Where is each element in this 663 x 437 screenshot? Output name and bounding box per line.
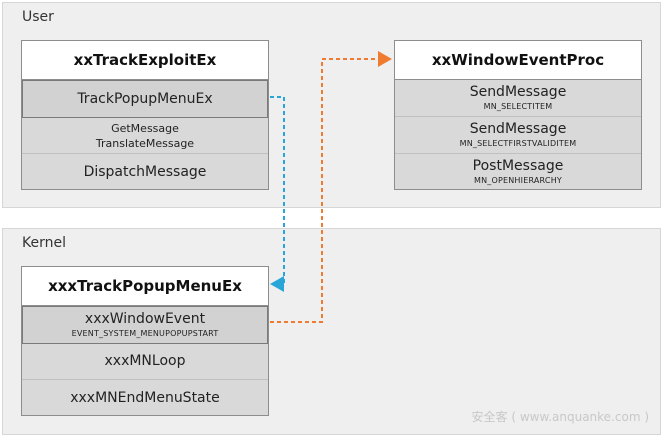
- mn-selectitem-label: MN_SELECTITEM: [483, 102, 553, 111]
- event-system-menupopupstart-label: EVENT_SYSTEM_MENUPOPUPSTART: [71, 329, 219, 338]
- track-popup-menu-ex-label: TrackPopupMenuEx: [77, 90, 213, 107]
- user-region-label: User: [22, 9, 54, 25]
- window-event-proc-box: xxWindowEventProc SendMessage MN_SELECTI…: [394, 40, 642, 190]
- dispatch-message-call: DispatchMessage: [22, 154, 268, 190]
- kernel-track-popup-title: xxxTrackPopupMenuEx: [22, 267, 268, 306]
- xxx-mn-loop-call: xxxMNLoop: [22, 344, 268, 380]
- track-exploit-box: xxTrackExploitEx TrackPopupMenuEx GetMes…: [21, 40, 269, 190]
- xxx-window-event-call: xxxWindowEvent EVENT_SYSTEM_MENUPOPUPSTA…: [22, 306, 268, 344]
- mn-openhierarchy-label: MN_OPENHIERARCHY: [473, 176, 563, 185]
- window-event-proc-title: xxWindowEventProc: [395, 41, 641, 80]
- kernel-region-label: Kernel: [22, 235, 66, 251]
- post-message-open-hierarchy: PostMessage MN_OPENHIERARCHY: [395, 154, 641, 190]
- xxx-mn-loop-label: xxxMNLoop: [104, 353, 186, 369]
- send-message-select-item: SendMessage MN_SELECTITEM: [395, 80, 641, 117]
- xxx-mn-end-menu-state-label: xxxMNEndMenuState: [70, 389, 220, 406]
- track-popup-menu-ex-call: TrackPopupMenuEx: [22, 80, 268, 118]
- xxx-window-event-label: xxxWindowEvent: [84, 311, 206, 327]
- translate-message-label: TranslateMessage: [95, 136, 195, 150]
- xxx-mn-end-menu-state-call: xxxMNEndMenuState: [22, 380, 268, 416]
- kernel-track-popup-box: xxxTrackPopupMenuEx xxxWindowEvent EVENT…: [21, 266, 269, 416]
- track-exploit-title: xxTrackExploitEx: [22, 41, 268, 80]
- send-message-select-first-valid-item: SendMessage MN_SELECTFIRSTVALIDITEM: [395, 117, 641, 154]
- get-message-label: GetMessage: [111, 121, 179, 135]
- post-message-label: PostMessage: [472, 158, 564, 174]
- dispatch-message-label: DispatchMessage: [83, 163, 207, 180]
- mn-selectfirstvaliditem-label: MN_SELECTFIRSTVALIDITEM: [459, 139, 577, 148]
- send-message-label-1: SendMessage: [469, 84, 567, 100]
- send-message-label-2: SendMessage: [469, 121, 567, 137]
- watermark: 安全客 ( www.anquanke.com ): [471, 410, 649, 424]
- message-pump-call: GetMessage TranslateMessage: [22, 118, 268, 154]
